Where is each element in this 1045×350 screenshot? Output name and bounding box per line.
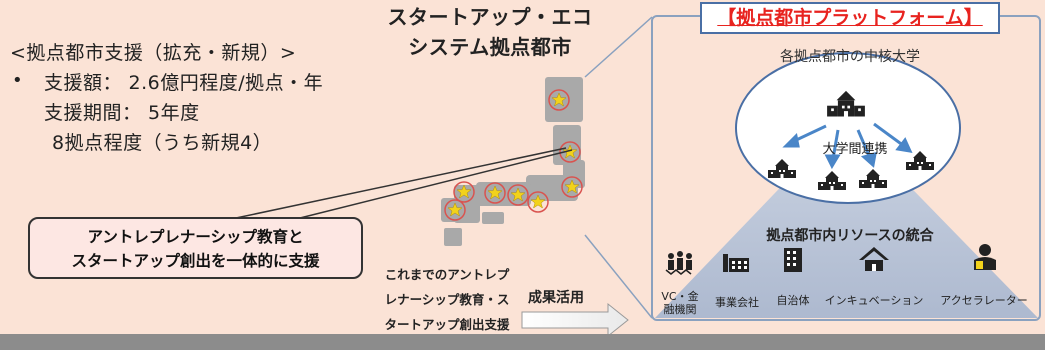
resource-label-line1: 自治体 <box>776 294 810 307</box>
resource-accelerator: アクセラレーター <box>928 294 1040 307</box>
university-label: 各拠点都市の中核大学 <box>780 49 920 65</box>
resource-triangle <box>655 120 1038 318</box>
ecosystem-title: スタートアップ・エコ システム拠点都市 <box>370 2 610 62</box>
resource-municipality: 自治体 <box>768 294 818 307</box>
office-building-icon <box>784 248 802 272</box>
factory-icon <box>723 254 749 272</box>
resource-vc-finance: VC・金 融機関 <box>658 290 702 316</box>
resource-label-line1: アクセラレーター <box>940 294 1028 307</box>
integrated-support-callout: アントレプレナーシップ教育と スタートアップ創出を一体的に支援 <box>28 217 363 279</box>
support-heading: <拠点都市支援（拡充・新規）> <box>10 42 297 64</box>
japan-map <box>441 77 585 246</box>
previous-line1: これまでのアントレプ <box>384 267 510 282</box>
resource-label-line1: 事業会社 <box>715 296 759 309</box>
previous-line3: タートアップ創出支援 <box>384 317 510 332</box>
resources-label: 拠点都市内リソースの統合 <box>766 228 934 244</box>
people-network-icon <box>665 251 692 275</box>
resource-label-line1: インキュベーション <box>824 294 924 307</box>
support-amount: 支援額： 2.6億円程度/拠点・年 <box>44 72 324 94</box>
callout-line2: スタートアップ創出を一体的に支援 <box>71 252 320 270</box>
result-label: 成果活用 <box>528 290 584 306</box>
resource-label-line1: VC・金 <box>661 290 699 303</box>
previous-support-text: これまでのアントレプ レナーシップ教育・ス タートアップ創出支援 <box>372 262 522 337</box>
platform-title: 【拠点都市プラットフォーム】 <box>700 2 1000 34</box>
resource-label-line2: 融機関 <box>663 303 697 316</box>
platform-title-text: 【拠点都市プラットフォーム】 <box>717 7 983 29</box>
result-arrow <box>521 302 629 338</box>
house-icon <box>859 247 889 271</box>
ecosystem-title-line2: システム拠点都市 <box>408 35 572 59</box>
collaboration-arrows <box>782 122 913 170</box>
ecosystem-title-line1: スタートアップ・エコ <box>387 5 593 29</box>
resource-incubation: インキュベーション <box>820 294 928 307</box>
resource-companies: 事業会社 <box>710 296 764 309</box>
person-advisor-icon <box>974 244 996 270</box>
support-count: 8拠点程度（うち新規4） <box>52 132 273 154</box>
bullet-marker: • <box>12 70 23 91</box>
university-circle <box>735 52 961 204</box>
previous-line2: レナーシップ教育・ス <box>384 292 510 307</box>
collaboration-label: 大学間連携 <box>822 142 888 157</box>
support-period: 支援期間： 5年度 <box>44 102 200 124</box>
callout-line1: アントレプレナーシップ教育と <box>87 228 304 246</box>
callout-pointer-lines <box>235 147 573 219</box>
footer-bar <box>0 334 1045 350</box>
zoom-lines <box>584 16 653 319</box>
